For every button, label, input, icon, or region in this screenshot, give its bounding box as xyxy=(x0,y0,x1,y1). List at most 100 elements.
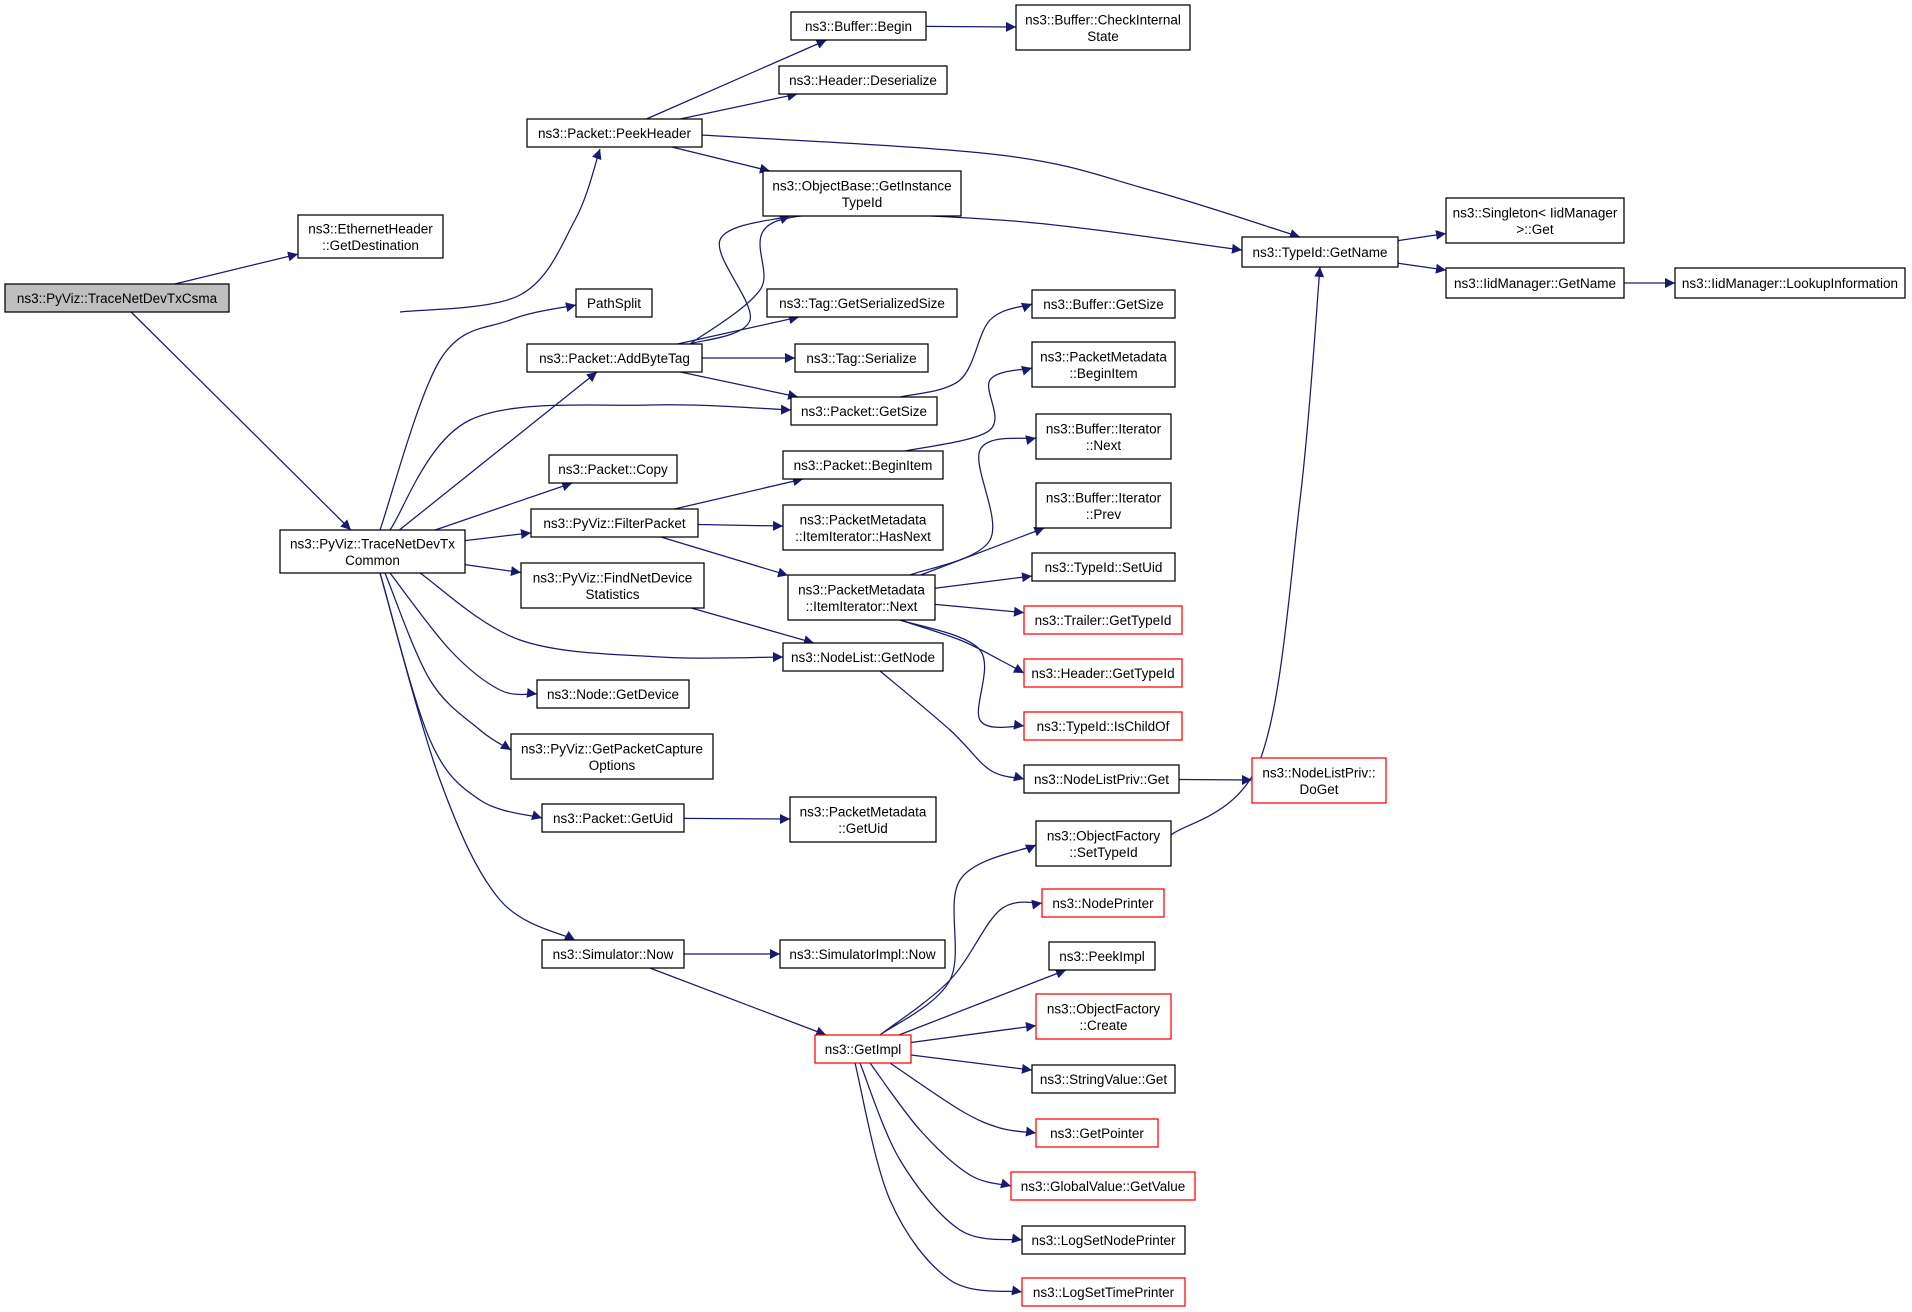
node-label-getpointer-0: ns3::GetPointer xyxy=(1050,1126,1144,1141)
node-iidmanager_lookup[interactable]: ns3::IidManager::LookupInformation xyxy=(1674,267,1906,299)
node-trailer_gettypeid[interactable]: ns3::Trailer::GetTypeId xyxy=(1023,605,1183,635)
node-label-findnetdevice-1: Statistics xyxy=(585,587,639,602)
node-box-typeid_getname xyxy=(1241,236,1399,268)
node-root[interactable]: ns3::PyViz::TraceNetDevTxCsma xyxy=(4,283,230,313)
edge-tracecommon-to-node_getdevice xyxy=(389,572,538,698)
node-label-iidmanager_lookup-0: ns3::IidManager::LookupInformation xyxy=(1682,276,1898,291)
node-pm_beginitem[interactable]: ns3::PacketMetadata::BeginItem xyxy=(1031,341,1176,388)
node-getimpl[interactable]: ns3::GetImpl xyxy=(814,1034,912,1064)
node-typeid_ischildof[interactable]: ns3::TypeId::IsChildOf xyxy=(1023,711,1183,741)
node-bufferit_prev[interactable]: ns3::Buffer::Iterator::Prev xyxy=(1035,482,1172,529)
node-box-nodeprinter xyxy=(1041,888,1165,918)
node-addbytetag[interactable]: ns3::Packet::AddByteTag xyxy=(526,343,703,373)
node-tag_serialize[interactable]: ns3::Tag::Serialize xyxy=(794,343,929,373)
node-simulator_now[interactable]: ns3::Simulator::Now xyxy=(541,939,685,969)
node-logsettimeprinter[interactable]: ns3::LogSetTimePrinter xyxy=(1021,1277,1186,1307)
node-box-node_getdevice xyxy=(536,679,690,709)
node-packet_beginitem[interactable]: ns3::Packet::BeginItem xyxy=(782,450,944,480)
node-box-tracecommon xyxy=(279,529,466,574)
edge-typeid_getname-to-iidmanager_getname xyxy=(1397,262,1447,274)
edge-getimpl-to-getpointer xyxy=(889,1062,1037,1137)
node-label-bufferit_next-0: ns3::Buffer::Iterator xyxy=(1046,421,1162,436)
node-stringvalue_get[interactable]: ns3::StringValue::Get xyxy=(1031,1064,1176,1094)
node-singleton_get[interactable]: ns3::Singleton< IidManager>::Get xyxy=(1445,197,1625,244)
node-box-packet_getuid xyxy=(541,803,685,833)
edge-getimpl-to-nodeprinter xyxy=(879,899,1043,1036)
node-nodeprinter[interactable]: ns3::NodePrinter xyxy=(1041,888,1165,918)
edge-root-to-peekheader xyxy=(399,148,602,313)
node-box-findnetdevice xyxy=(520,562,705,609)
node-label-node_getdevice-0: ns3::Node::GetDevice xyxy=(547,687,679,702)
edge-tracecommon-to-packet_getuid xyxy=(379,572,543,821)
node-pm_getuid[interactable]: ns3::PacketMetadata::GetUid xyxy=(789,796,937,843)
node-box-trailer_gettypeid xyxy=(1023,605,1183,635)
node-label-eth_getdest-1: ::GetDestination xyxy=(322,238,419,253)
node-packet_copy[interactable]: ns3::Packet::Copy xyxy=(548,454,678,484)
node-packet_getsize[interactable]: ns3::Packet::GetSize xyxy=(790,396,938,426)
edge-objfactory_settypeid-to-typeid_getname xyxy=(1170,266,1325,836)
node-box-packet_getsize xyxy=(790,396,938,426)
edge-simulator_now-to-getimpl xyxy=(649,967,827,1037)
node-nodelistpriv_doget[interactable]: ns3::NodeListPriv::DoGet xyxy=(1251,757,1387,804)
edge-tracecommon-to-nodelist_getnode xyxy=(419,572,784,663)
node-label-buffer_getsize-0: ns3::Buffer::GetSize xyxy=(1043,297,1164,312)
node-box-objectbase_getinstance xyxy=(762,170,962,217)
node-box-pathsplit xyxy=(575,288,653,318)
node-pathsplit[interactable]: PathSplit xyxy=(575,288,653,318)
node-header_gettypeid[interactable]: ns3::Header::GetTypeId xyxy=(1023,658,1183,688)
node-buffer_begin[interactable]: ns3::Buffer::Begin xyxy=(790,11,927,41)
node-bufferit_next[interactable]: ns3::Buffer::Iterator::Next xyxy=(1035,413,1172,460)
node-label-bufferit_prev-0: ns3::Buffer::Iterator xyxy=(1046,490,1162,505)
node-label-packet_copy-0: ns3::Packet::Copy xyxy=(558,462,668,477)
node-nodelist_getnode[interactable]: ns3::NodeList::GetNode xyxy=(782,642,944,672)
edge-getimpl-to-objfactory_settypeid xyxy=(879,844,1037,1036)
node-box-bufferit_next xyxy=(1035,413,1172,460)
node-packet_getuid[interactable]: ns3::Packet::GetUid xyxy=(541,803,685,833)
edge-getimpl-to-logsetnodeprinter xyxy=(859,1062,1023,1244)
edge-getimpl-to-globalvalue_getvalue xyxy=(869,1062,1012,1189)
node-label-pm_getuid-1: ::GetUid xyxy=(838,821,888,836)
node-filterpacket[interactable]: ns3::PyViz::FilterPacket xyxy=(530,508,699,538)
node-header_deserialize[interactable]: ns3::Header::Deserialize xyxy=(778,65,948,95)
node-label-pathsplit-0: PathSplit xyxy=(587,296,641,311)
node-getpointer[interactable]: ns3::GetPointer xyxy=(1035,1118,1159,1148)
node-node_getdevice[interactable]: ns3::Node::GetDevice xyxy=(536,679,690,709)
edge-addbytetag-to-tag_getserializedsize xyxy=(677,314,800,345)
node-eth_getdest[interactable]: ns3::EthernetHeader::GetDestination xyxy=(297,214,444,259)
node-typeid_setuid[interactable]: ns3::TypeId::SetUid xyxy=(1031,552,1176,582)
node-simimpl_now[interactable]: ns3::SimulatorImpl::Now xyxy=(779,939,946,969)
node-label-objfactory_create-0: ns3::ObjectFactory xyxy=(1047,1001,1161,1016)
node-pmit_next[interactable]: ns3::PacketMetadata::ItemIterator::Next xyxy=(787,574,936,621)
node-label-peekimpl-0: ns3::PeekImpl xyxy=(1059,949,1145,964)
node-objfactory_settypeid[interactable]: ns3::ObjectFactory::SetTypeId xyxy=(1035,820,1172,867)
node-label-pmit_hasnext-0: ns3::PacketMetadata xyxy=(800,512,927,527)
node-peekimpl[interactable]: ns3::PeekImpl xyxy=(1048,941,1156,971)
edge-packet_getsize-to-buffer_getsize xyxy=(899,302,1033,398)
node-iidmanager_getname[interactable]: ns3::IidManager::GetName xyxy=(1445,267,1625,299)
node-label-packet_getuid-0: ns3::Packet::GetUid xyxy=(553,811,673,826)
node-label-nodelistpriv_doget-0: ns3::NodeListPriv:: xyxy=(1262,765,1375,780)
edge-tracecommon-to-getpacketcapture xyxy=(384,572,512,751)
node-objfactory_create[interactable]: ns3::ObjectFactory::Create xyxy=(1035,993,1172,1040)
node-box-bufferit_prev xyxy=(1035,482,1172,529)
node-logsetnodeprinter[interactable]: ns3::LogSetNodePrinter xyxy=(1021,1225,1186,1255)
node-pmit_hasnext[interactable]: ns3::PacketMetadata::ItemIterator::HasNe… xyxy=(782,504,944,551)
node-label-iidmanager_getname-0: ns3::IidManager::GetName xyxy=(1454,276,1616,291)
node-label-addbytetag-0: ns3::Packet::AddByteTag xyxy=(539,351,690,366)
node-globalvalue_getvalue[interactable]: ns3::GlobalValue::GetValue xyxy=(1010,1171,1196,1201)
node-tag_getserializedsize[interactable]: ns3::Tag::GetSerializedSize xyxy=(766,288,958,318)
node-buffer_getsize[interactable]: ns3::Buffer::GetSize xyxy=(1031,289,1176,319)
node-peekheader[interactable]: ns3::Packet::PeekHeader xyxy=(526,118,703,148)
node-label-packet_getsize-0: ns3::Packet::GetSize xyxy=(801,404,927,419)
node-nodelistpriv_get[interactable]: ns3::NodeListPriv::Get xyxy=(1023,764,1180,794)
node-typeid_getname[interactable]: ns3::TypeId::GetName xyxy=(1241,236,1399,268)
node-box-packet_beginitem xyxy=(782,450,944,480)
node-label-nodeprinter-0: ns3::NodePrinter xyxy=(1052,896,1154,911)
node-box-header_gettypeid xyxy=(1023,658,1183,688)
